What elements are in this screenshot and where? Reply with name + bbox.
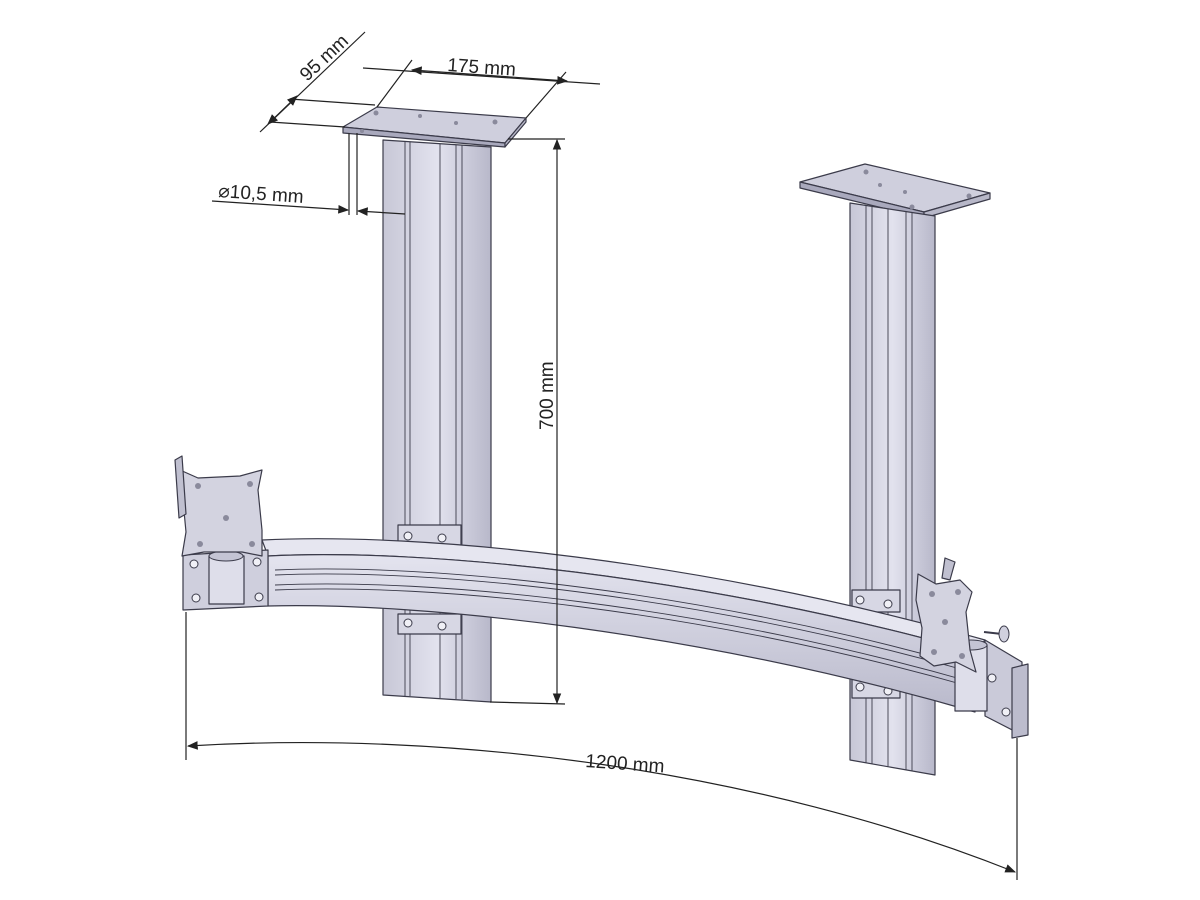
depth-top-label: 95 mm [296,31,353,86]
hole-diameter-label: ⌀10,5 mm [218,181,305,208]
left-vesa-plate [174,455,263,557]
dimension-hole-diameter: ⌀10,5 mm [211,133,406,216]
dimension-height: 700 mm [489,138,566,705]
width-top-label: 175 mm [447,55,517,81]
curved-beam [182,538,1029,739]
span-label: 1200 mm [585,751,665,777]
dimension-depth-top: 95 mm [259,31,376,133]
height-label: 700 mm [537,361,558,430]
dimension-width-top: 175 mm [362,55,601,119]
right-vesa-plate [915,557,977,673]
